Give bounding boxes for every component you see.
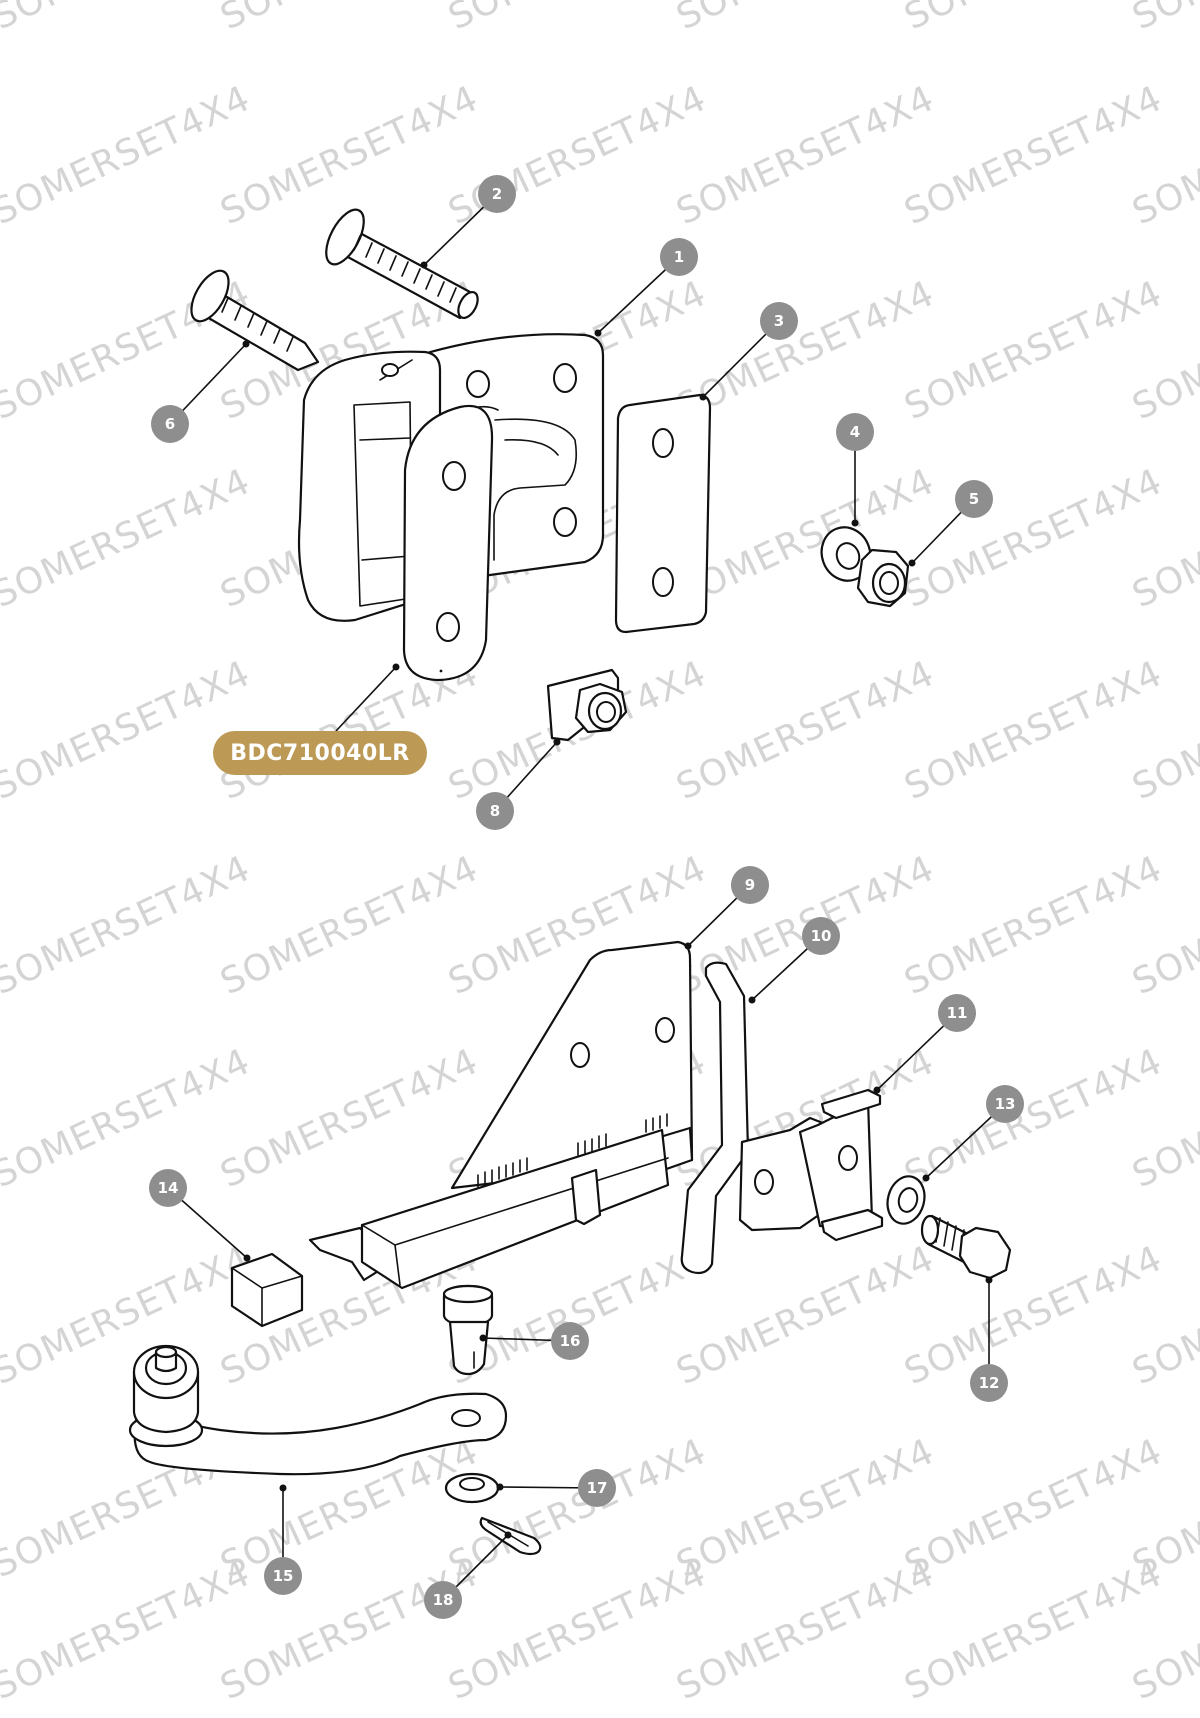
callout-3[interactable]: 3 [760,302,798,340]
svg-text:1: 1 [674,248,684,266]
svg-text:4: 4 [850,423,860,441]
watermark-text: SOMERSET4X4 [898,1041,1168,1196]
bolt-lower [190,269,320,372]
watermark-text: SOMERSET4X4 [442,78,712,233]
watermark-text: SOMERSET4X4 [214,848,484,1003]
watermark-text: SOMERSET4X4 [898,1553,1168,1708]
watermark-text: SOMERSET4X4 [0,461,257,616]
callout-18[interactable]: 18 [424,1581,462,1619]
washer-top [820,526,872,582]
packing-plate [614,393,712,634]
part-number-badge[interactable]: BDC710040LR [213,731,427,775]
svg-text:11: 11 [947,1004,968,1022]
callout-11[interactable]: 11 [938,994,976,1032]
watermark-text: SOMERSET4X4 [898,653,1168,808]
watermark-text: SOMERSET4X4 [214,1553,484,1708]
svg-text:14: 14 [158,1179,179,1197]
hex-bolt [920,1214,1012,1280]
svg-text:18: 18 [433,1591,454,1609]
watermark-text: SOMERSET4X4 [0,848,257,1003]
watermark-text: SOMERSET4X4 [898,78,1168,233]
hinge-bracket [738,1088,884,1242]
bolt-upper [325,208,479,320]
watermark-text: SOMERSET4X4 [670,653,940,808]
watermark-text: SOMERSET4X4 [442,1553,712,1708]
washer-small [444,1472,500,1504]
cage-nut [546,668,628,742]
hinge-body [297,333,605,622]
callout-6[interactable]: 6 [151,405,189,443]
svg-text:16: 16 [560,1332,581,1350]
pivot-pin [442,1284,494,1376]
svg-text:10: 10 [811,927,832,945]
watermark-text: SOMERSET4X4 [1126,0,1200,38]
watermark-text: SOMERSET4X4 [0,1553,257,1708]
watermark-text: SOMERSET4X4 [0,1238,257,1393]
callout-14[interactable]: 14 [149,1169,187,1207]
washer-bottom [886,1175,926,1225]
svg-text:12: 12 [979,1374,1000,1392]
svg-text:6: 6 [165,415,175,433]
callout-layer: 1 2 3 4 5 6 8 9 10 11 12 13 [149,175,1024,1619]
watermark-text: SOMERSET4X4 [0,1041,257,1196]
svg-text:15: 15 [273,1567,294,1585]
svg-text:17: 17 [587,1479,608,1497]
watermark-text: SOMERSET4X4 [0,653,257,808]
watermark-text: SOMERSET4X4 [670,78,940,233]
watermark-text: SOMERSET4X4 [898,461,1168,616]
watermark-text: SOMERSET4X4 [670,1553,940,1708]
callout-2[interactable]: 2 [478,175,516,213]
hinge-plate [402,404,494,682]
svg-text:13: 13 [995,1095,1016,1113]
watermark-text: SOMERSET4X4 [898,273,1168,428]
callout-10[interactable]: 10 [802,917,840,955]
nut-top [856,548,910,608]
bent-rod [680,961,750,1275]
svg-text:8: 8 [490,802,500,820]
callout-16[interactable]: 16 [551,1322,589,1360]
track-bracket [308,940,694,1290]
svg-text:3: 3 [774,312,784,330]
callout-4[interactable]: 4 [836,413,874,451]
roller-arm [128,1344,508,1476]
watermark-text: SOMERSET4X4 [214,1041,484,1196]
callout-5[interactable]: 5 [955,480,993,518]
svg-text:5: 5 [969,490,979,508]
callout-12[interactable]: 12 [970,1364,1008,1402]
watermark-text: SOMERSET4X4 [214,78,484,233]
callout-8[interactable]: 8 [476,792,514,830]
watermark-text: SOMERSET4X4 [670,273,940,428]
svg-text:2: 2 [492,185,502,203]
callout-1[interactable]: 1 [660,238,698,276]
callout-15[interactable]: 15 [264,1557,302,1595]
svg-text:9: 9 [745,876,755,894]
rubber-block [230,1252,304,1328]
watermark-text: SOMERSET4X4 [0,78,257,233]
callout-9[interactable]: 9 [731,866,769,904]
watermark-text: SOMERSET4X4 [898,848,1168,1003]
callout-17[interactable]: 17 [578,1469,616,1507]
watermark-text: SOMERSET4X4 [898,1238,1168,1393]
callout-13[interactable]: 13 [986,1085,1024,1123]
